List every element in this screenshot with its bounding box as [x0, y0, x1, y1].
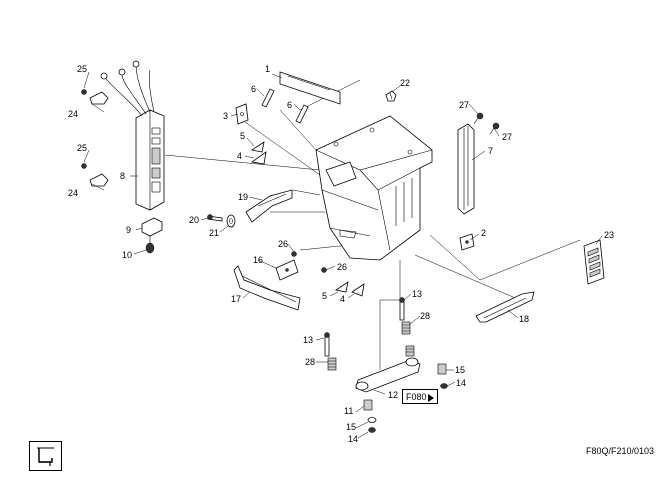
part-17-lower-cover [233, 265, 301, 311]
part-5-wedge-upper [250, 141, 265, 153]
part-2-plate [459, 233, 475, 251]
seat-icon [29, 441, 62, 471]
callout-3: 3 [223, 111, 228, 121]
callout-5: 5 [322, 291, 327, 301]
part-15-washer-right [437, 363, 447, 375]
part-10-knob [145, 236, 155, 254]
drawing-code: F80Q/F210/0103 [585, 446, 654, 456]
part-21-washer [226, 214, 236, 228]
part-19-curved-cover [245, 189, 293, 223]
callout-28: 28 [420, 311, 430, 321]
part-20-bolt [207, 214, 223, 222]
part-6-pin-left [261, 88, 275, 108]
callout-26: 26 [337, 262, 347, 272]
callout-23: 23 [604, 230, 614, 240]
callout-24: 24 [68, 188, 78, 198]
callout-4: 4 [340, 294, 345, 304]
reference-page-button[interactable]: F080 [402, 389, 438, 404]
part-28-spring-right [401, 321, 411, 335]
part-24-clamp-lower [89, 173, 109, 187]
seat-housing [315, 115, 433, 261]
play-arrow-icon [428, 394, 434, 402]
callout-7: 7 [488, 146, 493, 156]
callout-14: 14 [348, 434, 358, 444]
callout-5: 5 [240, 131, 245, 141]
part-13-bolt-right [399, 297, 405, 321]
part-5-wedge-lower [334, 281, 349, 293]
callout-16: 16 [253, 255, 263, 265]
part-26-screw-lower [321, 267, 327, 273]
callout-28: 28 [305, 357, 315, 367]
callout-11: 11 [344, 406, 353, 416]
part-13-bolt-left [324, 332, 330, 357]
part-15-washer-lower [367, 417, 377, 423]
part-1-plate [279, 71, 341, 105]
callout-25: 25 [77, 143, 87, 153]
part-16-clip [275, 259, 299, 281]
part-4-wedge-lower [351, 283, 365, 297]
part-28-spring-left [327, 357, 337, 371]
callout-15: 15 [455, 365, 465, 375]
callout-22: 22 [400, 78, 410, 88]
part-18-side-cover [475, 291, 535, 323]
part-7-channel [457, 123, 475, 215]
callout-19: 19 [238, 192, 248, 202]
callout-17: 17 [231, 294, 241, 304]
callout-9: 9 [126, 225, 131, 235]
callout-numbers: 1 2 3 4 4 5 5 6 6 7 8 9 10 11 12 13 13 1… [68, 64, 614, 444]
part-3-bracket [235, 103, 249, 125]
callout-6: 6 [287, 100, 292, 110]
callout-4: 4 [237, 151, 242, 161]
part-22-clip [385, 90, 397, 102]
callout-27: 27 [459, 100, 469, 110]
callout-25: 25 [77, 64, 87, 74]
part-4-wedge-upper [250, 151, 267, 165]
part-27-screw-lower [489, 122, 500, 135]
part-9-bracket [141, 217, 163, 237]
callout-leaders [83, 71, 603, 439]
callout-10: 10 [122, 250, 132, 260]
part-11-bushing [363, 399, 373, 411]
part-8-control-panel [100, 60, 165, 211]
callout-24: 24 [68, 109, 78, 119]
callout-14: 14 [456, 378, 466, 388]
callout-27: 27 [502, 132, 512, 142]
callout-18: 18 [519, 314, 529, 324]
callout-21: 21 [209, 228, 219, 238]
callout-13: 13 [303, 335, 313, 345]
seat-icon-graphic [37, 447, 54, 466]
part-25-screw-lower [81, 163, 87, 169]
part-26-screw-upper [291, 251, 297, 257]
callout-15: 15 [346, 422, 356, 432]
reference-page-label: F080 [406, 392, 427, 402]
part-25-screw-upper [81, 89, 87, 95]
callout-1: 1 [265, 64, 270, 74]
callout-20: 20 [189, 215, 199, 225]
part-24-clamp-upper [89, 91, 109, 105]
part-27-screw-upper [473, 112, 484, 125]
callout-26: 26 [278, 239, 288, 249]
callout-2: 2 [481, 228, 486, 238]
callout-6: 6 [251, 84, 256, 94]
part-14-nut-lower [368, 427, 376, 433]
part-23-grille [583, 239, 605, 285]
part-12-lever [355, 357, 421, 393]
part-14-nut-right [440, 383, 448, 389]
callout-8: 8 [120, 171, 125, 181]
part-28-spring-center [405, 345, 415, 357]
callout-13: 13 [412, 289, 422, 299]
callout-12: 12 [388, 390, 398, 400]
part-6-pin-right [295, 104, 309, 124]
